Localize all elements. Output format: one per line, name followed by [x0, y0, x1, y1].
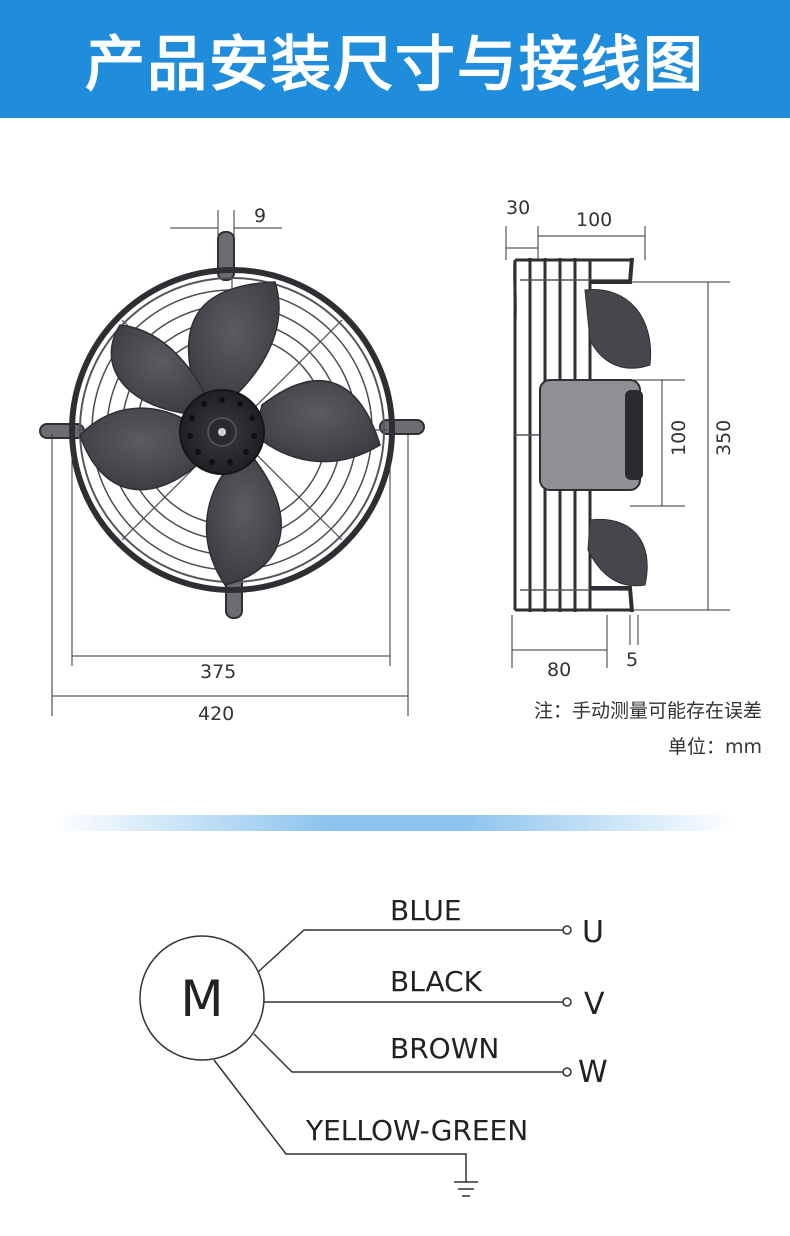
terminal-w: W — [578, 1055, 608, 1090]
wire-3-line — [253, 1033, 572, 1077]
dim-hub-label: 100 — [668, 420, 690, 456]
dim-tab-width-label: 9 — [254, 205, 266, 227]
motor-symbol — [139, 935, 265, 1061]
dim-offset-label: 30 — [506, 197, 530, 219]
wire-2-line — [264, 997, 572, 1007]
dim-height-label: 350 — [713, 420, 735, 456]
dim-overall-width-label: 420 — [198, 703, 234, 725]
measurement-note: 注：手动测量可能存在误差 — [533, 700, 762, 722]
section-divider — [55, 815, 735, 831]
fan-blades — [79, 281, 381, 586]
hub-vents — [187, 397, 257, 465]
side-blades — [584, 289, 652, 587]
dim-height — [630, 281, 730, 611]
wiring-diagram: M BLUE U BLACK V BROWN W YELLOW-GREEN — [139, 894, 608, 1197]
header-banner: 产品安装尺寸与接线图 — [0, 0, 790, 118]
dim-depth-bottom-label: 80 — [547, 659, 571, 680]
dim-ring-diameter-label: 375 — [200, 661, 236, 683]
dim-foot-label: 5 — [626, 649, 638, 671]
page-title: 产品安装尺寸与接线图 — [85, 29, 705, 100]
motor-label: M — [180, 970, 223, 1028]
dim-ring-diameter — [71, 430, 391, 666]
wire-1-line — [257, 925, 572, 973]
wire-3-label: BROWN — [390, 1032, 499, 1065]
dim-overall-width — [51, 434, 409, 716]
wire-1-label: BLUE — [390, 894, 462, 927]
ground-wire-line — [213, 1059, 478, 1197]
dim-tab-width — [170, 210, 282, 240]
side-view-drawing: 30 100 350 100 80 5 — [505, 197, 735, 680]
terminal-u: U — [582, 915, 604, 950]
dim-depth-bottom — [511, 615, 608, 668]
dim-depth-top-label: 100 — [576, 209, 612, 231]
front-view-drawing: 9 375 420 — [39, 205, 425, 725]
terminal-v: V — [584, 987, 605, 1022]
dim-offset — [505, 226, 539, 260]
dim-foot — [629, 615, 639, 645]
dim-depth-top — [538, 226, 646, 260]
wire-2-label: BLACK — [390, 965, 483, 998]
ground-wire-label: YELLOW-GREEN — [305, 1114, 528, 1147]
unit-note: 单位：mm — [667, 736, 762, 758]
dim-hub — [630, 379, 685, 507]
